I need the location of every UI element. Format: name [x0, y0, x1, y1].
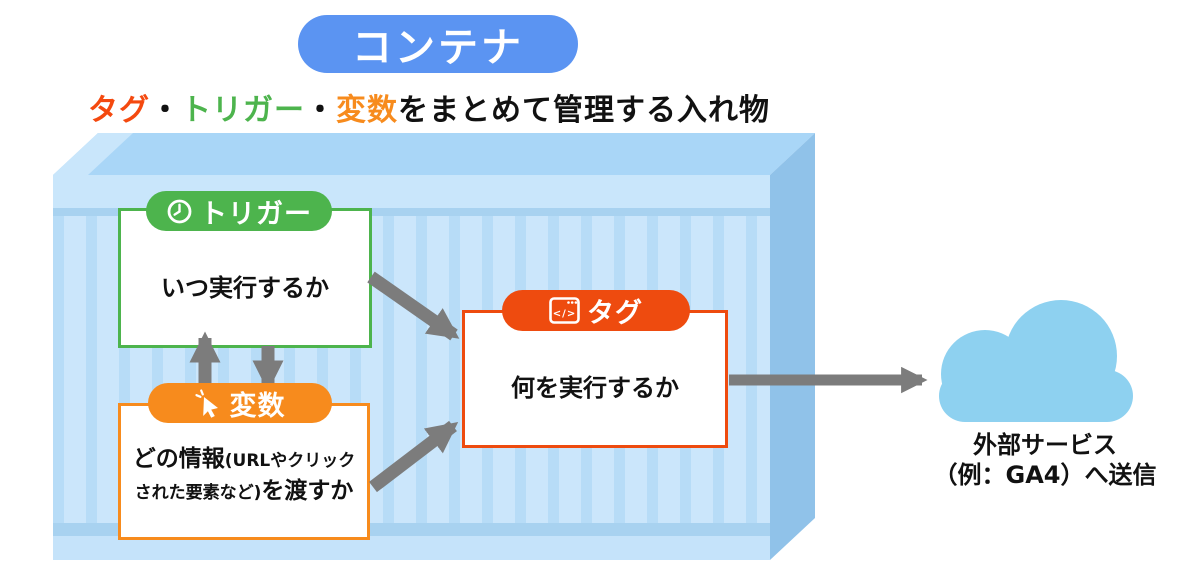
subtitle-rest: をまとめて管理する入れ物: [398, 93, 770, 128]
variable-body-line1-large: どの情報: [132, 445, 225, 472]
trigger-label-text: トリガー: [200, 198, 312, 230]
tag-label: </> タグ: [502, 290, 690, 331]
external-service-line2: （例：GA4）へ送信: [933, 461, 1157, 489]
subtitle-word-variable: 変数: [336, 93, 398, 128]
variable-body-line1: どの情報(URLやクリック: [133, 444, 356, 476]
subtitle-separator: ・: [305, 93, 336, 128]
code-glyph: </>: [553, 309, 576, 320]
container-side-face: [770, 133, 815, 560]
variable-body-line2: された要素など)を渡すか: [135, 476, 354, 508]
container-top-rail: [53, 208, 770, 216]
variable-label-text: 変数: [229, 390, 286, 422]
variable-label: 変数: [148, 383, 332, 423]
tag-label-text: タグ: [587, 298, 643, 329]
variable-body-line2-large: を渡すか: [261, 477, 354, 504]
title-badge: コンテナ: [298, 15, 578, 73]
tag-body-text: 何を実行するか: [511, 373, 679, 402]
cloud-icon: [939, 300, 1133, 422]
code-window-icon: </>: [549, 297, 580, 324]
variable-body-line1-small: (URLやクリック: [224, 450, 356, 471]
variable-box: どの情報(URLやクリック された要素など)を渡すか: [118, 403, 370, 540]
subtitle: タグ・トリガー・変数をまとめて管理する入れ物: [88, 85, 770, 128]
external-service-line1: 外部サービス: [973, 431, 1117, 459]
container-top-face: [53, 133, 815, 175]
container-bottom-band: [53, 536, 770, 560]
cursor-click-icon: [194, 388, 218, 418]
subtitle-separator: ・: [150, 93, 181, 128]
subtitle-word-trigger: トリガー: [181, 93, 305, 128]
title-text: コンテナ: [352, 25, 524, 71]
trigger-body-text: いつ実行するか: [161, 273, 329, 302]
external-service-label: 外部サービス （例：GA4）へ送信: [920, 430, 1170, 490]
trigger-label: トリガー: [146, 191, 332, 231]
variable-body-line2-small: された要素など): [134, 482, 262, 503]
subtitle-word-tag: タグ: [88, 93, 150, 128]
clock-icon: [167, 199, 192, 223]
